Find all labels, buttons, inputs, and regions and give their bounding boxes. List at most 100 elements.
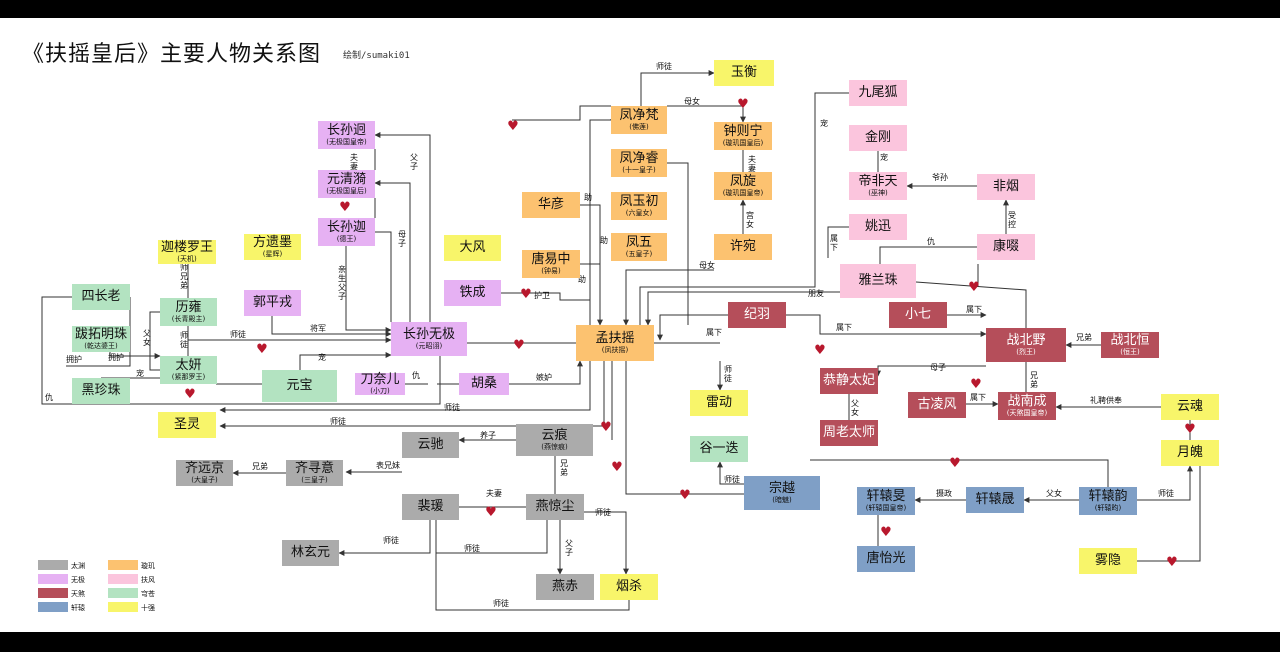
heart-icon: ♥ <box>970 377 982 392</box>
node-tiecheng: 铁成 <box>444 280 501 306</box>
node-name: 雾隐 <box>1094 552 1121 568</box>
node-subtitle: (无极国皇后) <box>326 186 367 195</box>
node-name: 迦楼罗王 <box>160 239 213 255</box>
node-qixunyi: 齐寻意(三皇子) <box>286 460 343 486</box>
node-name: 长孙无极 <box>402 326 455 342</box>
relation-label: 父女 <box>851 399 859 417</box>
relation-label: 助 <box>584 192 592 202</box>
relation-label: 属下 <box>836 323 852 332</box>
node-name: 铁成 <box>459 284 486 300</box>
legend-label: 扶风 <box>141 576 155 584</box>
node-zhangsunjiong: 长孙迥(无极国皇帝) <box>318 121 375 149</box>
relation-label: 仇 <box>412 370 420 380</box>
relation-line <box>1137 466 1201 562</box>
relation-line <box>915 281 1027 330</box>
node-name: 姚迅 <box>864 218 891 234</box>
heart-icon: ♥ <box>968 280 980 295</box>
relation-line <box>271 316 392 337</box>
node-subtitle: (六皇女) <box>625 208 653 217</box>
node-subtitle: (十一皇子) <box>622 165 656 174</box>
node-yanchi: 燕赤 <box>536 574 594 600</box>
relation-label: 师徒 <box>330 416 346 426</box>
legend-label: 天煞 <box>71 590 85 598</box>
relation-label: 父女 <box>1046 488 1062 498</box>
node-name: 云痕 <box>541 427 568 443</box>
heart-icon: ♥ <box>814 343 826 358</box>
relation-line <box>667 162 689 325</box>
relation-label: 兄弟 <box>252 461 268 471</box>
node-qiyuanjing: 齐远京(大皇子) <box>176 460 233 486</box>
node-subtitle: (璇玑国皇帝) <box>722 188 764 197</box>
relation-label: 爷孙 <box>932 172 948 182</box>
relation-label: 属下 <box>706 328 722 337</box>
relation-line <box>66 297 131 367</box>
relation-line <box>640 70 715 106</box>
node-liyong: 历雍(长青殿主) <box>160 298 217 326</box>
node-yunhen: 云痕(燕惊痕) <box>516 424 593 456</box>
node-yunhun: 云魂 <box>1161 394 1219 420</box>
relation-label: 受控 <box>1008 210 1016 229</box>
node-name: 纪羽 <box>743 306 770 322</box>
relation-label: 宫女 <box>746 210 754 229</box>
heart-icon: ♥ <box>880 525 892 540</box>
legend-swatch <box>38 560 68 570</box>
relation-line <box>219 361 605 429</box>
heart-icon: ♥ <box>1184 422 1196 437</box>
relation-label: 属下 <box>966 305 982 314</box>
node-xuanyuanmin: 轩辕旻(轩辕国皇帝) <box>857 487 915 515</box>
legend-label: 十强 <box>141 604 155 612</box>
node-yuanqingyi: 元清漪(无极国皇后) <box>318 170 375 198</box>
relation-label: 属下 <box>830 234 838 252</box>
node-name: 华彦 <box>537 196 564 212</box>
node-name: 非烟 <box>992 178 1019 194</box>
node-yaoxun: 姚迅 <box>849 214 907 240</box>
node-name: 烟杀 <box>615 578 642 594</box>
relation-label: 养子 <box>480 430 496 440</box>
node-name: 战北野 <box>1006 332 1046 348</box>
relation-line <box>623 269 714 326</box>
relation-label: 母女 <box>699 260 715 270</box>
node-name: 战南成 <box>1007 393 1047 409</box>
node-name: 玉衡 <box>730 64 757 80</box>
node-name: 林玄元 <box>290 544 330 560</box>
node-zhanbeiye: 战北野(烈王) <box>986 328 1066 362</box>
relation-label: 宠 <box>880 152 888 162</box>
relation-label: 兄弟 <box>1030 371 1038 389</box>
relationship-links: 师徒母女夫妻宫女夫妻助助助母女护卫嫉妒仇父子母子亲生父子将军师徒师兄弟师徒父女拥… <box>41 61 1201 611</box>
node-name: 钟则宁 <box>723 123 763 139</box>
node-tangyizhong: 唐易中(钟易) <box>522 250 580 278</box>
node-heizhenzhu: 黑珍珠 <box>72 378 130 404</box>
node-name: 战北恒 <box>1110 332 1150 348</box>
relation-label: 师徒 <box>444 402 460 412</box>
node-name: 凤旋 <box>729 173 756 189</box>
relation-line <box>584 511 629 575</box>
heart-icon: ♥ <box>256 342 268 357</box>
node-name: 周老太师 <box>822 424 875 440</box>
node-batuomingzhu: 跋拓明珠(乾达婆王) <box>72 326 130 352</box>
relation-label: 仇 <box>927 236 935 246</box>
node-name: 长孙迦 <box>326 219 366 235</box>
heart-icon: ♥ <box>507 119 519 134</box>
node-name: 凤玉初 <box>619 193 659 209</box>
relation-line <box>810 459 1109 487</box>
node-name: 云驰 <box>417 436 444 452</box>
relation-label: 拥护 <box>66 354 82 364</box>
relation-line <box>345 246 392 333</box>
node-name: 胡桑 <box>470 375 497 391</box>
node-name: 齐寻意 <box>294 460 334 476</box>
legend-label: 璇玑 <box>141 562 155 570</box>
node-name: 宗越 <box>768 480 795 496</box>
node-gongjingtaifei: 恭静太妃 <box>820 368 878 394</box>
relation-line <box>625 361 744 495</box>
node-guyidie: 谷一迭 <box>690 436 748 462</box>
node-subtitle: (五皇子) <box>625 249 653 258</box>
node-kangai: 康啜 <box>977 234 1035 260</box>
node-subtitle: (佛莲) <box>629 122 649 131</box>
relation-label: 兄弟 <box>560 459 568 477</box>
node-fengwu: 凤五(五皇子) <box>611 233 667 261</box>
heart-icon: ♥ <box>611 460 623 475</box>
node-xuanyuansheng: 轩辕晟 <box>966 487 1024 513</box>
relation-label: 礼聘供奉 <box>1090 395 1122 405</box>
heart-icon: ♥ <box>679 488 691 503</box>
relation-label: 师兄弟 <box>180 262 188 290</box>
